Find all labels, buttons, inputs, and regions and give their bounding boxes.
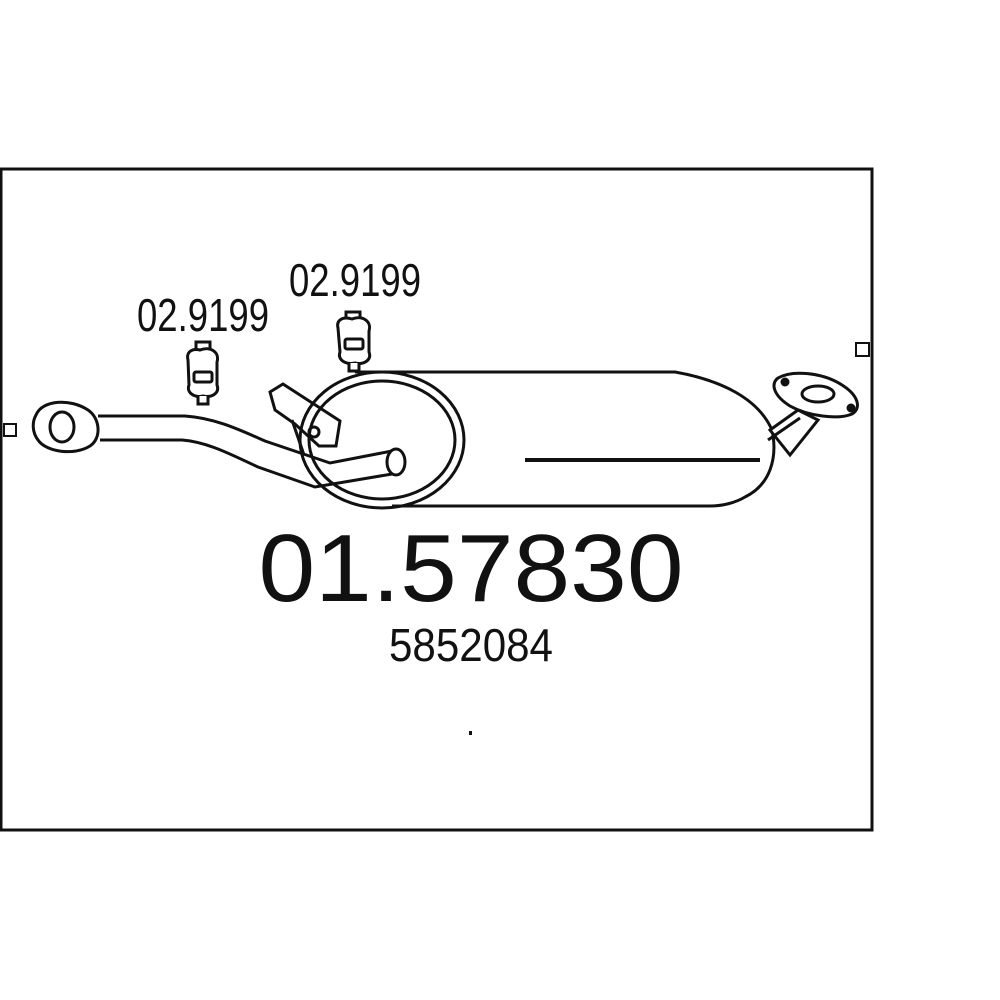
inlet-pipe	[98, 414, 407, 489]
hanger-left-part-number: 02.9199	[137, 289, 269, 341]
muffler-body	[298, 370, 776, 510]
frame-marker-left	[3, 423, 17, 437]
inlet-flange	[31, 400, 100, 454]
outlet-flange	[772, 371, 859, 419]
outlet-pipe	[767, 408, 821, 458]
frame-marker-right	[855, 342, 870, 357]
rubber-hanger-left	[186, 340, 220, 406]
hanger-right-part-number: 02.9199	[289, 254, 421, 306]
rubber-hanger-right	[336, 310, 372, 373]
oem-part-number: 5852084	[389, 619, 553, 671]
main-part-number: 01.57830	[259, 515, 684, 622]
diagram-frame	[0, 167, 874, 832]
stray-dot	[469, 731, 472, 735]
